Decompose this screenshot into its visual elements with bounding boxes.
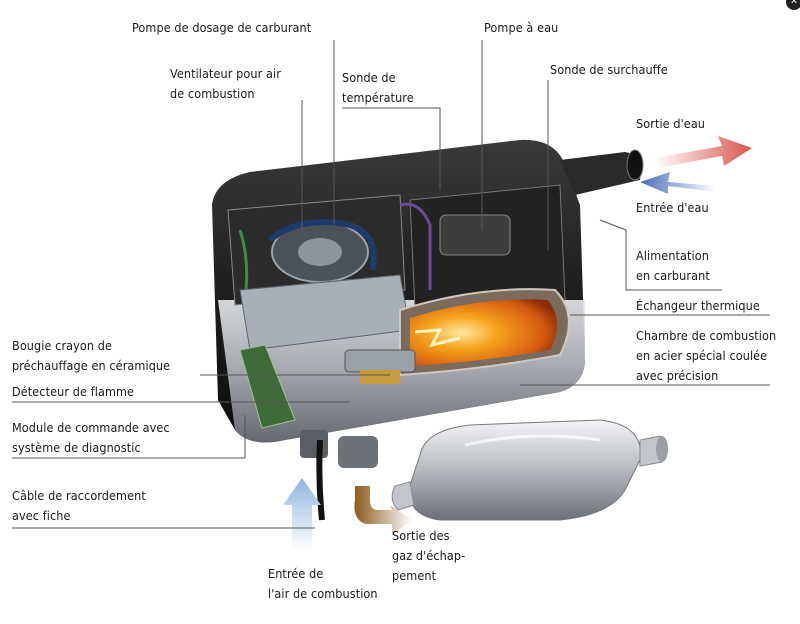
- label-entree-eau: Entrée d'eau: [636, 200, 709, 215]
- bottom-connectors: [300, 430, 378, 521]
- glow-plug: [344, 349, 416, 384]
- water-pipe: [560, 149, 644, 195]
- label-detecteur-flamme: Détecteur de flamme: [12, 384, 135, 399]
- label-sonde-temperature: Sonde de température: [342, 70, 414, 105]
- label-bougie-crayon: Bougie crayon de préchauffage en céramiq…: [12, 338, 171, 373]
- label-sortie-gaz: Sortie des gaz d'échap- pement: [392, 528, 466, 583]
- water-in-arrow: [640, 172, 716, 194]
- label-entree-air: Entrée de l'air de combustion: [268, 566, 378, 601]
- water-out-arrow: [655, 136, 752, 168]
- label-sonde-surchauffe: Sonde de surchauffe: [550, 62, 668, 77]
- combustion-chamber: [399, 288, 570, 377]
- label-ventilateur: Ventilateur pour air de combustion: [170, 66, 281, 101]
- label-cable-raccordement: Câble de raccordement avec fiche: [12, 488, 146, 523]
- label-chambre-combustion: Chambre de combustion en acier spécial c…: [636, 328, 777, 383]
- label-module-commande: Module de commande avec système de diagn…: [12, 420, 170, 455]
- exhaust-out-arrow: [354, 486, 412, 535]
- label-pompe-dosage: Pompe de dosage de carburant: [132, 20, 312, 35]
- label-alimentation-carburant: Alimentation en carburant: [636, 248, 710, 283]
- label-echangeur-thermique: Échangeur thermique: [636, 298, 760, 313]
- close-icon[interactable]: ✕: [786, 0, 800, 10]
- air-in-arrow: [283, 478, 321, 550]
- leader-lines: [12, 40, 770, 529]
- label-pompe-eau: Pompe à eau: [484, 20, 559, 35]
- label-sortie-eau: Sortie d'eau: [636, 116, 706, 131]
- exhaust-muffler: [391, 419, 668, 521]
